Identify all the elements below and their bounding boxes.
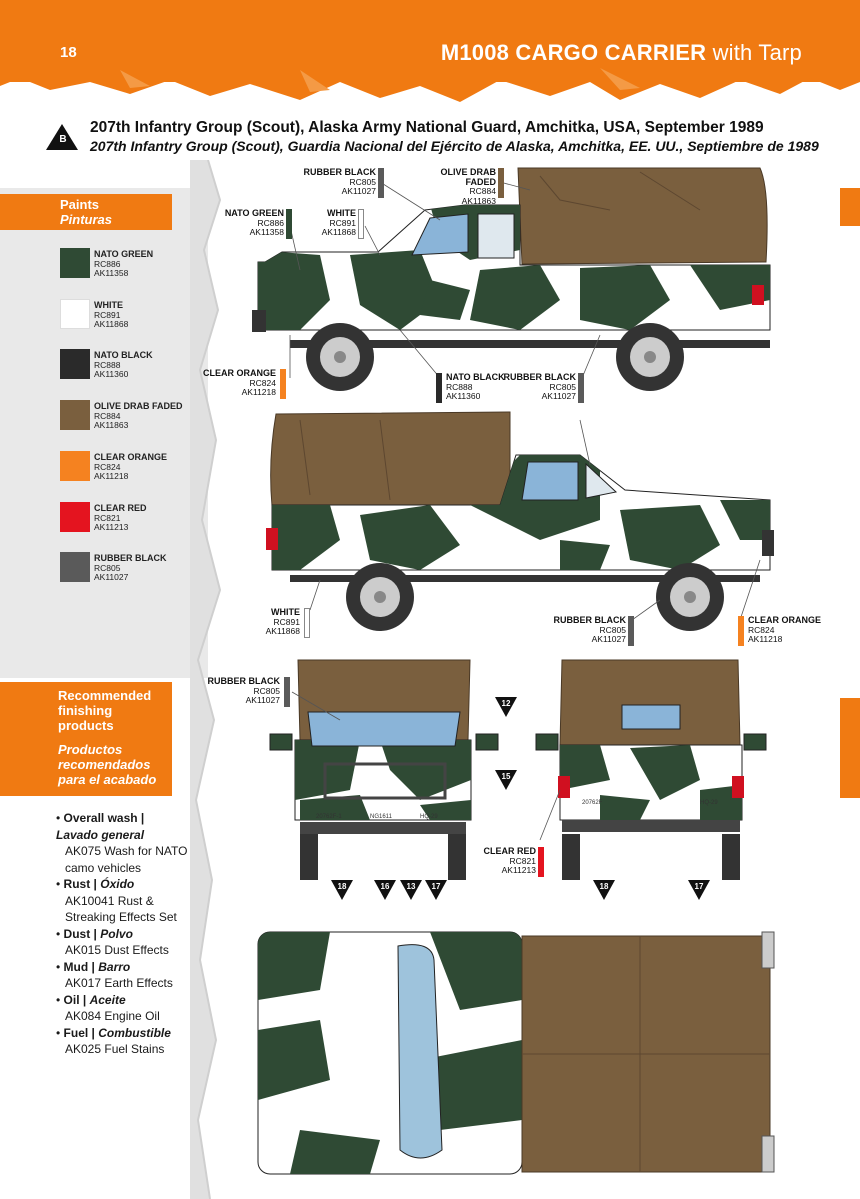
marker-number: 16 (380, 882, 390, 891)
finishing-item: • Overall wash |Lavado general AK075 Was… (56, 811, 188, 875)
svg-text:HQ-29: HQ-29 (420, 814, 438, 820)
page-title: M1008 CARGO CARRIER with Tarp (441, 40, 802, 66)
callout-bar (436, 373, 442, 403)
marker-triangle (495, 697, 517, 717)
page-title-light: with Tarp (712, 40, 802, 65)
marker-number: 15 (501, 772, 511, 781)
callout-leaders (289, 181, 761, 841)
scheme-badge-letter: B (59, 134, 67, 145)
marker-number: 18 (599, 882, 609, 891)
callout-bar (628, 616, 634, 646)
left-panel-brush-edge (190, 160, 222, 1199)
callout-bar (378, 168, 384, 198)
side-view-right (266, 411, 774, 631)
marker-triangle (688, 880, 710, 900)
swatch-clear-red (60, 502, 90, 532)
swatch-clear-orange (60, 451, 90, 481)
callout-bar (284, 677, 290, 707)
right-edge-tab (840, 698, 860, 798)
side-view-left (252, 167, 771, 391)
svg-text:20762F: 20762F (582, 800, 603, 806)
svg-text:HQ-29: HQ-29 (700, 800, 718, 806)
callout-bar (738, 616, 744, 646)
callout-bar (498, 168, 504, 198)
scheme-badge (46, 124, 78, 150)
callout-bar (280, 369, 286, 399)
finishing-header-en: Recommended finishing products (58, 688, 152, 733)
top-view (257, 931, 775, 1175)
swatch-nato-black (60, 349, 90, 379)
finishing-item: • Rust | Óxido AK10041 Rust & Streaking … (56, 877, 177, 924)
page-number: 18 (60, 44, 77, 61)
marker-triangle (331, 880, 353, 900)
callout-bar (286, 209, 292, 239)
marker-triangle (425, 880, 447, 900)
swatch-olive-drab-faded (60, 400, 90, 430)
right-edge-tab (840, 188, 860, 226)
marker-triangle (400, 880, 422, 900)
svg-text:NG1611: NG1611 (370, 814, 393, 820)
marker-number: 18 (337, 882, 347, 891)
finishing-item: • Oil | Aceite AK084 Engine Oil (56, 992, 160, 1024)
rear-view: 20762F HQ-29 (535, 659, 767, 880)
marker-triangle (374, 880, 396, 900)
finishing-list: • Overall wash |Lavado general AK075 Was… (56, 810, 206, 1058)
swatch-white (60, 299, 90, 329)
left-panel-background (0, 188, 208, 678)
finishing-item: • Mud | Barro AK017 Earth Effects (56, 959, 173, 991)
header-brush-edge (0, 60, 860, 102)
subject-title-es: 207th Infantry Group (Scout), Guardia Na… (90, 138, 819, 154)
front-view: 20762F-1 NG1611 HQ-29 (269, 659, 499, 880)
svg-text:20762F-1: 20762F-1 (316, 814, 342, 820)
paints-header-es: Pinturas (60, 212, 113, 227)
marker-number: 12 (501, 699, 511, 708)
finishing-header: Recommended finishing products Productos… (0, 682, 172, 796)
paints-header: Paints Pinturas (0, 194, 172, 230)
marker-number: 17 (431, 882, 441, 891)
marker-triangle (495, 770, 517, 790)
paints-header-en: Paints (60, 197, 100, 212)
callout-bar (304, 608, 310, 638)
finishing-item: • Dust | Polvo AK015 Dust Effects (56, 926, 169, 958)
finishing-item: • Fuel | Combustible AK025 Fuel Stains (56, 1025, 171, 1057)
callout-bar (538, 847, 544, 877)
marker-number: 17 (694, 882, 704, 891)
marker-number: 13 (406, 882, 416, 891)
finishing-header-es: Productos recomendados para el acabado (58, 742, 157, 787)
marker-triangle (593, 880, 615, 900)
swatch-nato-green (60, 248, 90, 278)
swatch-rubber-black (60, 552, 90, 582)
page-title-bold: M1008 CARGO CARRIER (440, 40, 707, 65)
callout-bar (358, 209, 364, 239)
subject-title-en: 207th Infantry Group (Scout), Alaska Arm… (90, 119, 764, 136)
callout-bar (578, 373, 584, 403)
